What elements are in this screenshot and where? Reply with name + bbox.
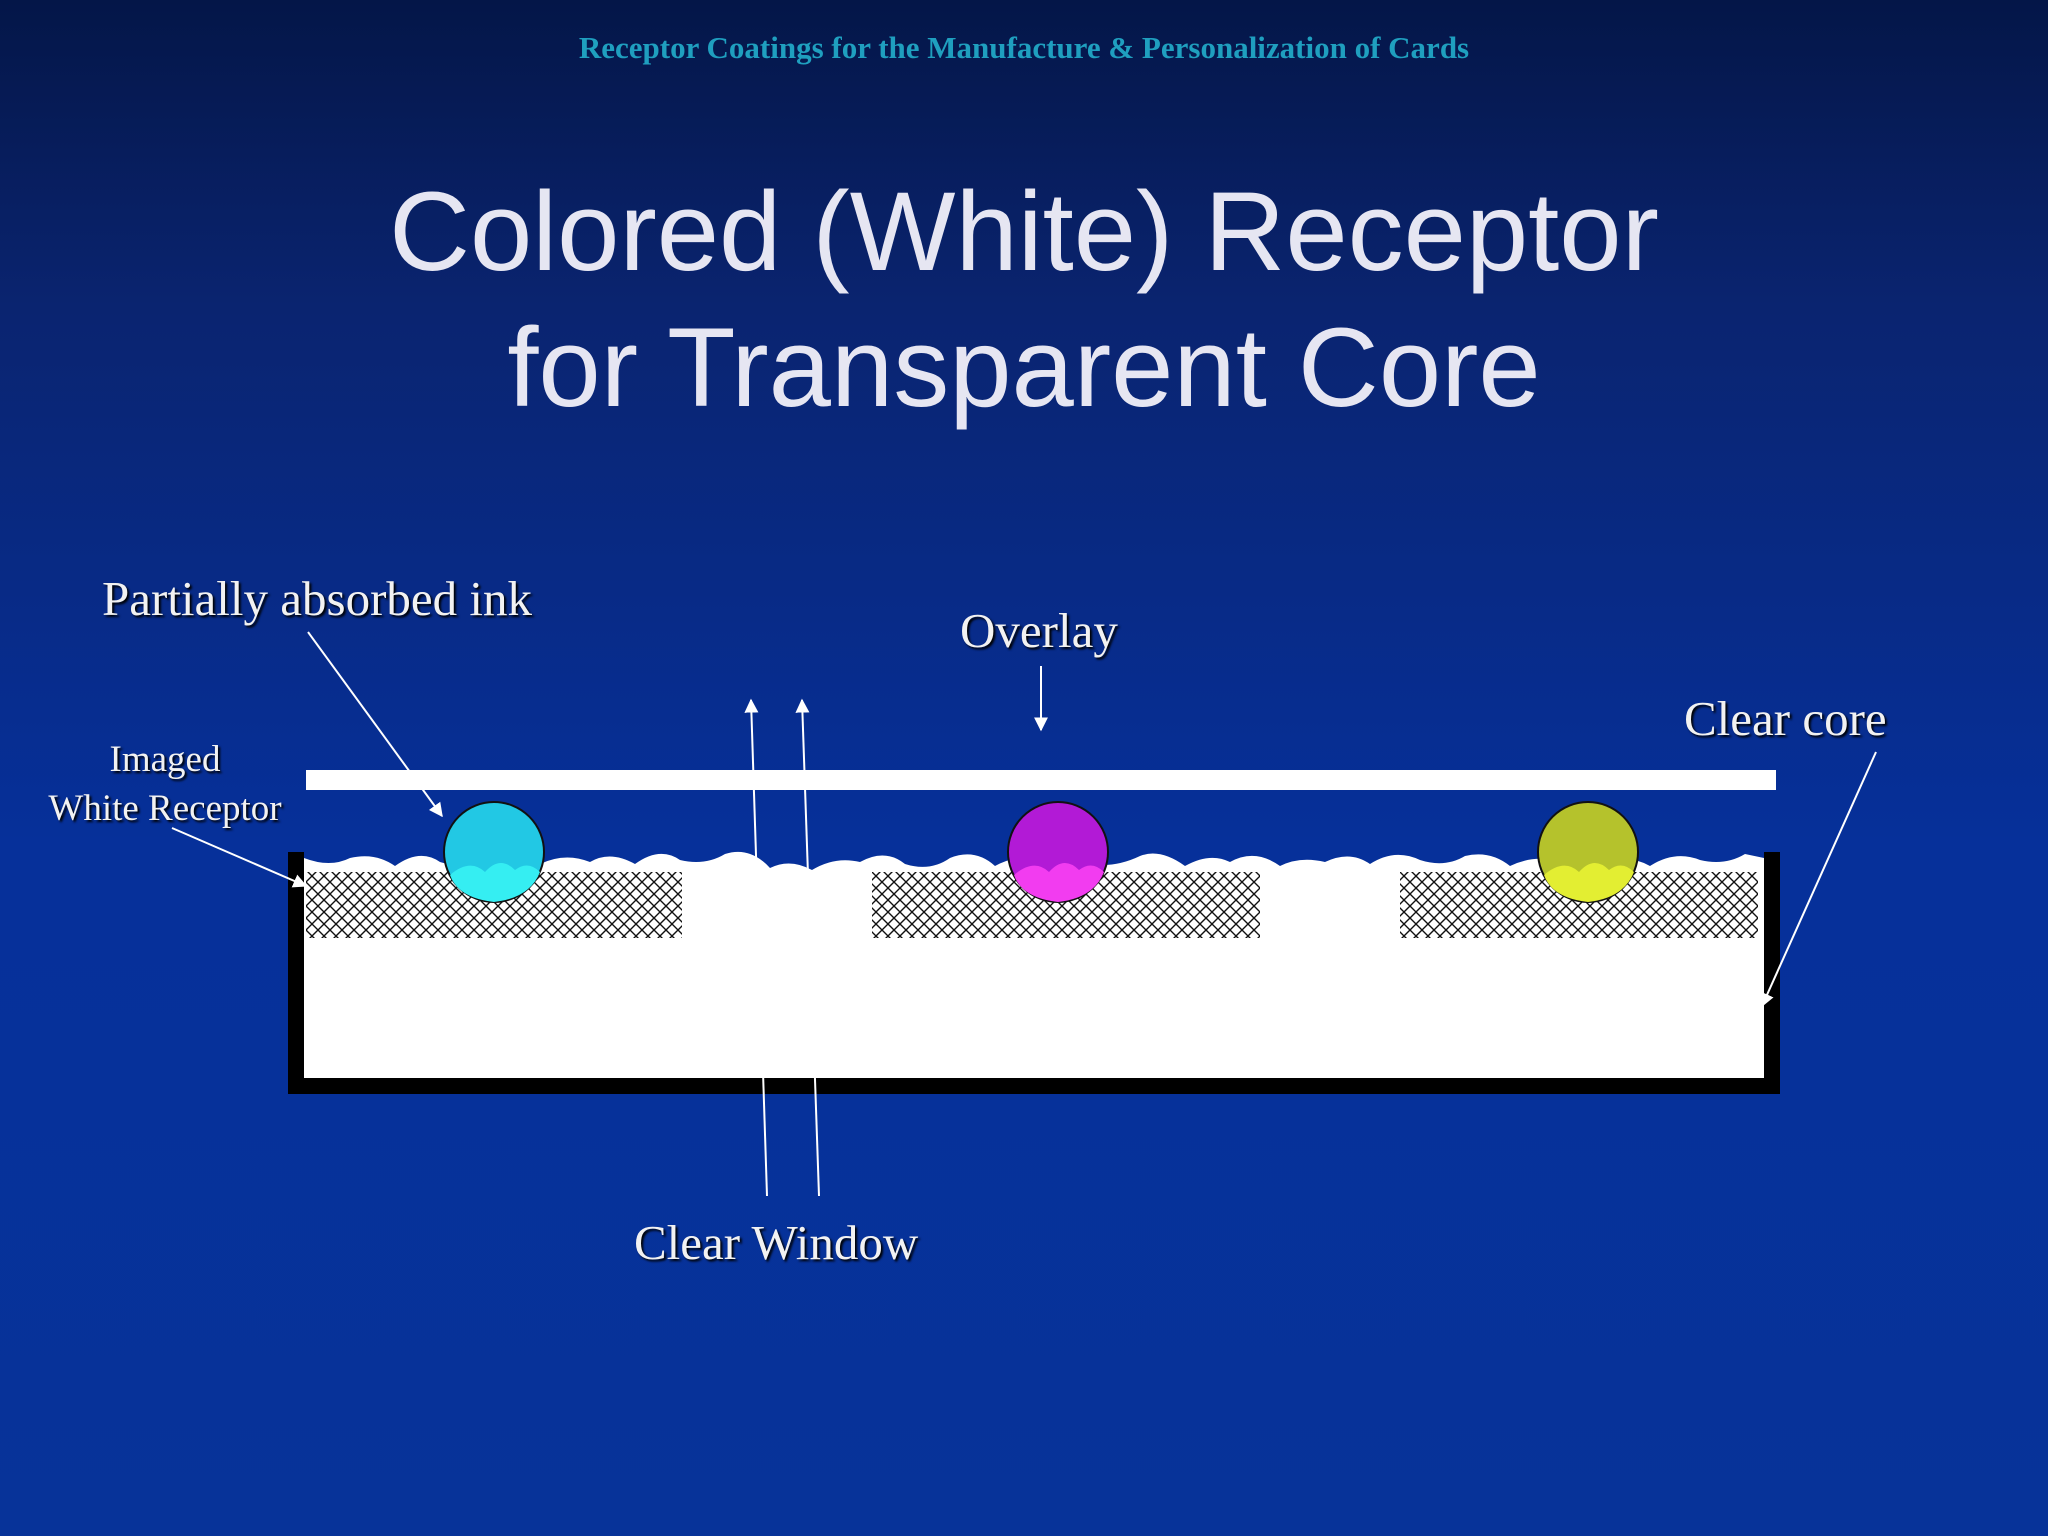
overlay-bar <box>306 770 1776 790</box>
clear-core-border <box>288 852 1780 1094</box>
label-imaged-line-1: Imaged <box>109 739 221 780</box>
slide-header: Receptor Coatings for the Manufacture & … <box>578 30 1470 65</box>
ink-drop-magenta <box>1007 801 1109 903</box>
label-imaged-white-receptor: Imaged White Receptor <box>38 736 292 834</box>
label-partially-absorbed-ink: Partially absorbed ink <box>102 571 533 626</box>
slide-title-line-2: for Transparent Core <box>507 305 1541 430</box>
ink-drop-cyan <box>443 801 545 903</box>
partially-absorbed-ink-arrow <box>307 631 443 818</box>
clear-core-arrow <box>1760 751 1877 1008</box>
label-overlay: Overlay <box>960 603 1118 658</box>
label-imaged-line-2: White Receptor <box>48 787 282 829</box>
imaged-receptor-arrow <box>171 827 308 888</box>
label-clear-window: Clear Window <box>634 1215 919 1270</box>
ink-drop-yellow <box>1537 801 1639 903</box>
label-clear-core: Clear core <box>1684 691 1887 746</box>
slide-title-line-1: Colored (White) Receptor <box>389 169 1659 294</box>
